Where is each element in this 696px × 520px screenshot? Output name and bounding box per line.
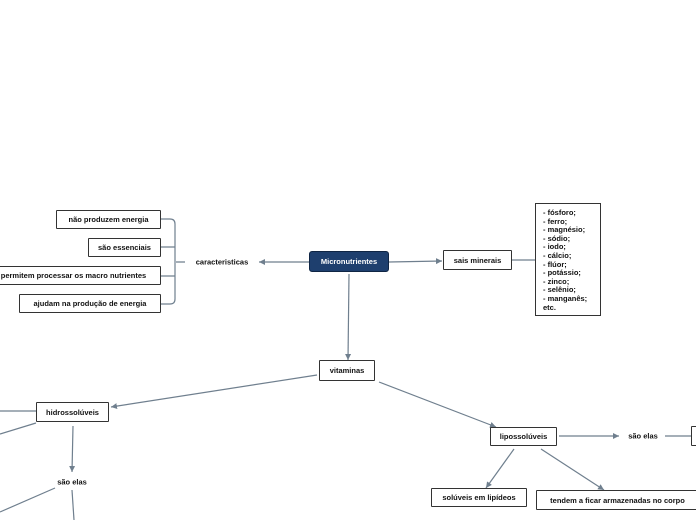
mineral-item: - cálcio; [543, 250, 572, 260]
sais-minerais-list[interactable]: - fósforo; - ferro; - magnésio; - sódio;… [535, 203, 601, 316]
connector-lipo-soluveis [485, 448, 515, 489]
caracteristica-item-2-text: são essenciais [98, 243, 151, 252]
caracteristica-item-2[interactable]: são essenciais [88, 238, 161, 257]
mineral-item: - flúor; [543, 259, 567, 269]
connector-vitaminas-lipo [378, 381, 497, 428]
mineral-item: - zinco; [543, 276, 570, 286]
vitaminas-node[interactable]: vitaminas [319, 360, 375, 381]
sais-minerais-node[interactable]: sais minerais [443, 250, 512, 270]
connector-caracteristicas-bracket [161, 218, 185, 305]
caracteristica-item-1-text: não produzem energia [68, 215, 149, 224]
connector-hidro-saoelas-left [0, 487, 56, 513]
connector-lipo-armazenadas [540, 448, 605, 491]
lipo-sao-elas-label[interactable]: são elas [628, 431, 658, 441]
mineral-item: - manganês; [543, 293, 588, 303]
caracteristicas-label[interactable]: caracteristicas [195, 257, 249, 267]
mineral-item: - potássio; [543, 268, 581, 278]
mineral-item: - selênio; [543, 285, 576, 295]
caracteristica-item-4-text: ajudam na produção de energia [33, 299, 147, 308]
connector-root-sais [388, 258, 443, 265]
mineral-item: - magnésio; [543, 225, 586, 235]
root-node[interactable]: Micronutrientes [309, 251, 389, 272]
lipossoluveis-node[interactable]: lipossolúveis [490, 427, 557, 446]
caracteristica-item-3-text: permitem processar os macro nutrientes [0, 271, 147, 280]
connector-hidro-saoelas-down [71, 489, 75, 520]
caracteristica-item-1[interactable]: não produzem energia [56, 210, 161, 229]
sais-minerais-label: sais minerais [453, 255, 502, 265]
soluveis-lipideos-node[interactable]: solúveis em lipídeos [431, 488, 527, 507]
hidro-sao-elas-label[interactable]: são elas [57, 477, 87, 487]
mineral-item: - ferro; [543, 216, 568, 226]
caracteristica-item-3[interactable]: permitem processar os macro nutrientes [0, 266, 161, 285]
hidrossoluveis-label: hidrossolúveis [46, 407, 99, 417]
connector-root-vitaminas [345, 273, 352, 361]
armazenadas-corpo-node[interactable]: tendem a ficar armazenadas no corpo [536, 490, 696, 510]
hidrossoluveis-node[interactable]: hidrossolúveis [36, 402, 109, 422]
connector-hidro-saoelas [69, 425, 76, 473]
caracteristica-item-4[interactable]: ajudam na produção de energia [19, 294, 161, 313]
armazenadas-corpo-label: tendem a ficar armazenadas no corpo [550, 495, 685, 505]
connector-vitaminas-hidro [110, 374, 318, 410]
mineral-item: etc. [543, 302, 556, 312]
mineral-item: - fósforo; [543, 208, 576, 217]
root-node-label: Micronutrientes [320, 257, 378, 266]
lipossoluveis-label: lipossolúveis [499, 432, 548, 441]
vitaminas-label: vitaminas [329, 366, 365, 375]
mineral-item: - sódio; [543, 233, 571, 243]
soluveis-lipideos-label: solúveis em lipídeos [442, 493, 516, 502]
connector-hidro-left-lower [0, 422, 37, 435]
lipo-offscreen-node[interactable] [691, 426, 696, 446]
mineral-item: - iodo; [543, 242, 566, 252]
